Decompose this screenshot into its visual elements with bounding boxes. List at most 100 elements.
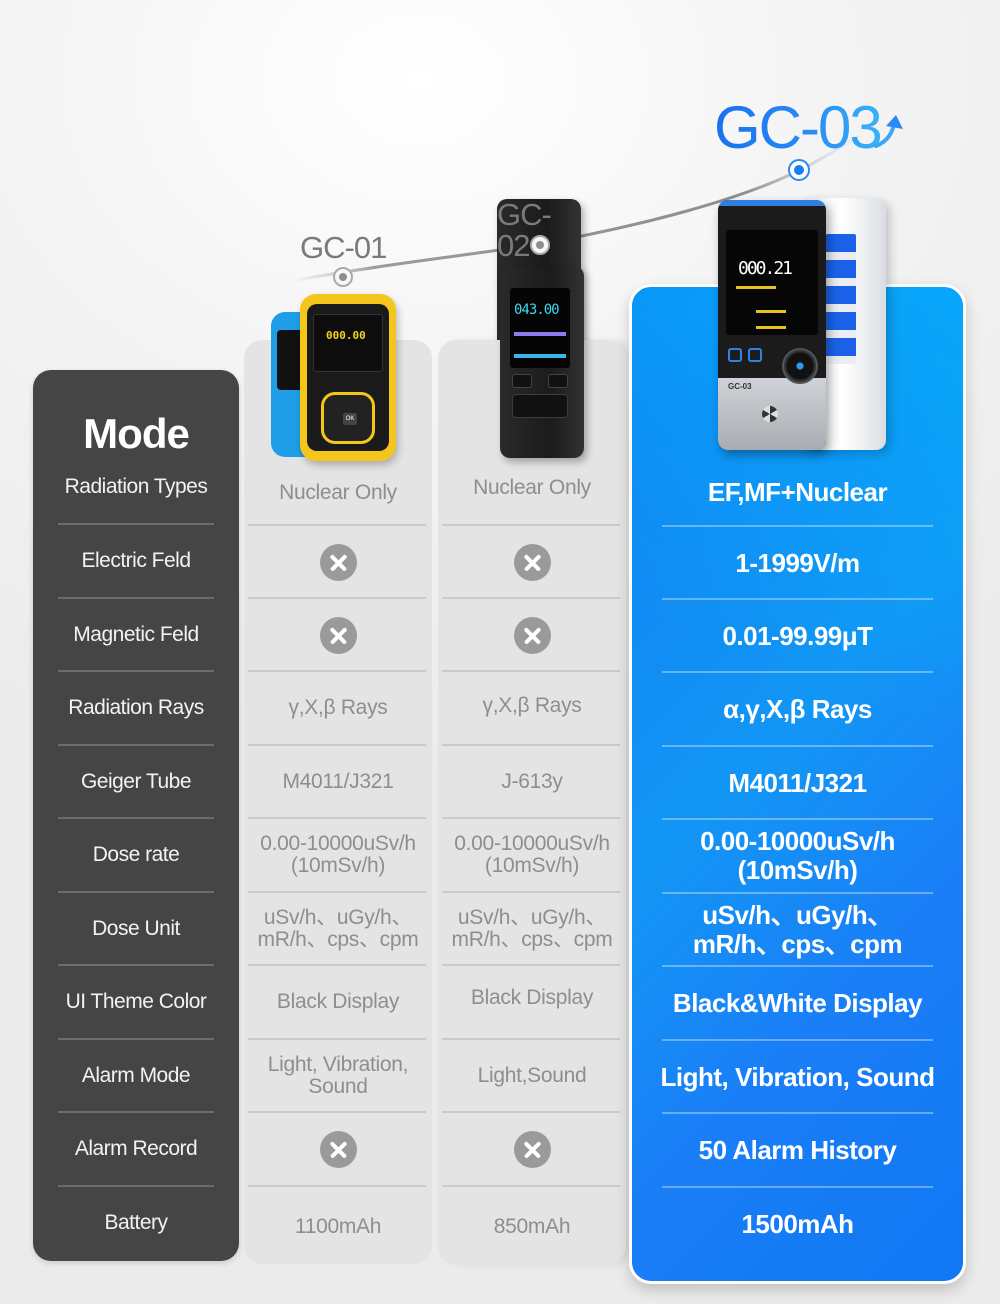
- gc01-electric-field: [244, 526, 432, 598]
- divider: [662, 818, 933, 820]
- gc03-battery: 1500mAh: [741, 1208, 854, 1239]
- gc01-device-yellow-image: 000.00 OK: [300, 294, 396, 461]
- gc02-magnetic-field: [438, 599, 626, 671]
- gc03-electric-field: 1-1999V/m: [735, 547, 860, 578]
- gc03-alarm-record: 50 Alarm History: [698, 1134, 897, 1165]
- gc01-battery: 1100mAh: [294, 1215, 382, 1238]
- divider: [662, 745, 933, 747]
- radiation-symbol-icon: [762, 406, 778, 422]
- divider: [248, 597, 426, 599]
- unsupported-x-icon: [513, 543, 551, 581]
- up-button-icon: [548, 374, 568, 388]
- row-label-ui-theme-color: UI Theme Color: [65, 990, 207, 1013]
- timeline-dot-gc03: [788, 159, 810, 181]
- divider: [442, 744, 620, 746]
- divider: [248, 524, 426, 526]
- model-label-gc01: GC-01: [300, 230, 387, 265]
- row-label-battery: Battery: [104, 1211, 168, 1234]
- gc03-radiation-rays: α,γ,X,β Rays: [723, 693, 872, 724]
- gc02-ui-theme-color: Black Display: [470, 986, 594, 1009]
- unsupported-x-icon: [319, 543, 357, 581]
- model-label-gc03: GC-03: [714, 94, 883, 161]
- divider: [248, 817, 426, 819]
- divider: [442, 1185, 620, 1187]
- gc03-magnetic-field: 0.01-99.99μT: [722, 620, 873, 651]
- gc01-dose-unit: uSv/h、uGy/h、 mR/h、cps、cpm: [257, 906, 419, 951]
- divider: [662, 965, 933, 967]
- row-label-electric-field: Electric Feld: [81, 549, 191, 572]
- row-label-dose-unit: Dose Unit: [92, 917, 180, 940]
- divider: [58, 1111, 214, 1113]
- gc02-dose-unit: uSv/h、uGy/h、 mR/h、cps、cpm: [451, 906, 613, 951]
- gc02-radiation-types: Nuclear Only: [473, 475, 591, 499]
- divider: [442, 1111, 620, 1113]
- gc03-device-image: 000.21 GC-03: [718, 200, 826, 450]
- gc03-dose-unit: uSv/h、uGy/h、 mR/h、cps、cpm: [692, 900, 903, 959]
- gc01-geiger-tube: M4011/J321: [282, 770, 394, 793]
- gc02-radiation-rays: γ,X,β Rays: [482, 694, 582, 717]
- unsupported-x-icon: [319, 1130, 357, 1168]
- divider: [442, 817, 620, 819]
- divider: [442, 670, 620, 672]
- gc03-ui-theme-color: Black&White Display: [672, 987, 923, 1018]
- row-label-alarm-record: Alarm Record: [74, 1137, 198, 1160]
- timeline-dot-gc01: [333, 267, 353, 287]
- gc02-electric-field: [438, 526, 626, 598]
- gc02-device-image: 043.00: [500, 266, 584, 458]
- divider: [662, 1112, 933, 1114]
- gc01-alarm-record: [244, 1113, 432, 1185]
- row-label-geiger-tube: Geiger Tube: [80, 770, 192, 793]
- gc01-magnetic-field: [244, 599, 432, 671]
- timeline-dot-gc02: [530, 235, 550, 255]
- divider: [248, 1185, 426, 1187]
- row-label-radiation-rays: Radiation Rays: [68, 696, 204, 719]
- mode-column: Mode Radiation Types Electric Feld Magne…: [33, 370, 239, 1261]
- unsupported-x-icon: [319, 616, 357, 654]
- divider: [248, 744, 426, 746]
- divider: [58, 817, 214, 819]
- divider: [248, 1111, 426, 1113]
- progression-curve: [289, 133, 861, 283]
- divider: [58, 597, 214, 599]
- gc02-alarm-record: [438, 1113, 626, 1185]
- divider: [58, 1038, 214, 1040]
- divider: [442, 1038, 620, 1040]
- divider: [662, 598, 933, 600]
- gc02-dose-rate: 0.00-10000uSv/h (10mSv/h): [454, 832, 610, 877]
- divider: [58, 891, 214, 893]
- gc01-dose-rate: 0.00-10000uSv/h (10mSv/h): [260, 832, 416, 877]
- divider: [58, 670, 214, 672]
- down-button-icon: [512, 374, 532, 388]
- divider: [248, 964, 426, 966]
- row-label-alarm-mode: Alarm Mode: [81, 1064, 191, 1087]
- gc03-alarm-mode: Light, Vibration, Sound: [660, 1061, 936, 1092]
- row-label-radiation-types: Radiation Types: [64, 475, 208, 498]
- divider: [248, 891, 426, 893]
- gc02-column: Nuclear Only γ,X,β Rays J-613y 0.00-1000…: [438, 340, 626, 1264]
- divider: [662, 525, 933, 527]
- rotary-knob-icon: [782, 348, 818, 384]
- gc03-radiation-types: EF,MF+Nuclear: [707, 477, 888, 507]
- upgrade-arrow-icon: [874, 115, 903, 148]
- gc03-dose-rate: 0.00-10000uSv/h (10mSv/h): [700, 826, 895, 885]
- control-buttons-icon: [512, 394, 568, 418]
- divider: [442, 524, 620, 526]
- divider: [442, 891, 620, 893]
- divider: [662, 1039, 933, 1041]
- gc01-radiation-rays: γ,X,β Rays: [288, 696, 388, 719]
- row-label-magnetic-field: Magnetic Feld: [73, 623, 199, 646]
- gc03-column: EF,MF+Nuclear 1-1999V/m 0.01-99.99μT α,γ…: [629, 284, 966, 1284]
- divider: [58, 964, 214, 966]
- unsupported-x-icon: [513, 616, 551, 654]
- gc01-column: Nuclear Only γ,X,β Rays M4011/J321 0.00-…: [244, 340, 432, 1264]
- mode-header: Mode: [83, 410, 190, 457]
- divider: [442, 597, 620, 599]
- gc02-battery: 850mAh: [493, 1215, 571, 1238]
- gc03-geiger-tube: M4011/J321: [728, 767, 867, 798]
- divider: [662, 671, 933, 673]
- back-button-icon: [728, 348, 742, 362]
- gc02-alarm-mode: Light,Sound: [477, 1064, 587, 1087]
- divider: [662, 892, 933, 894]
- divider: [58, 744, 214, 746]
- dpad-icon: OK: [321, 392, 375, 444]
